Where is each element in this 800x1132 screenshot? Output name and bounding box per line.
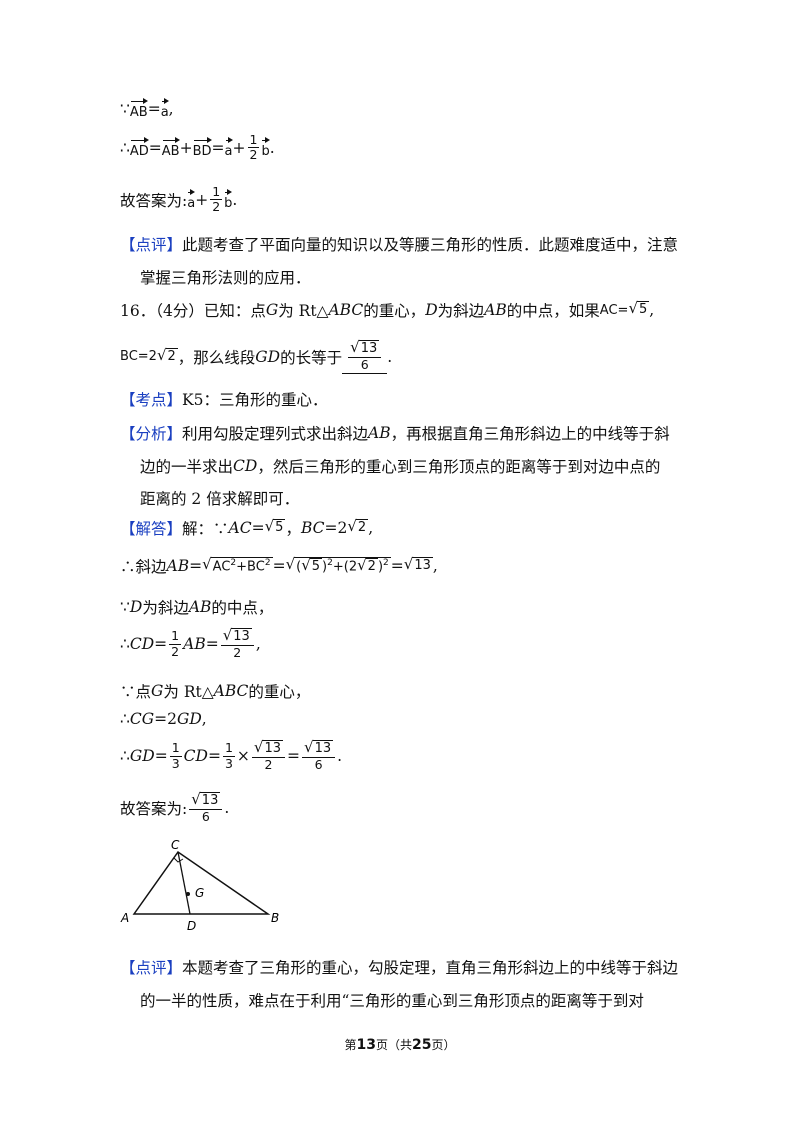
line-5: 掌握三角形法则的应用． bbox=[140, 269, 311, 287]
line-solution: 【解答】 解：∵ AC = √5 ， BC =2 √2 , bbox=[120, 517, 374, 538]
line-kaodian: 【考点】 K5：三角形的重心． bbox=[120, 391, 328, 409]
label-g: G bbox=[195, 886, 204, 900]
question-16: 16．（4分）已知：点 G 为 Rt△ ABC 的重心， D 为斜边 AB 的中… bbox=[120, 299, 655, 320]
page-footer: 第13页（共25页） bbox=[344, 1037, 456, 1053]
median-cd bbox=[177, 851, 191, 915]
comment-tag: 【点评】 bbox=[120, 236, 183, 254]
vector-ab: AB bbox=[130, 98, 148, 120]
line-hypotenuse: ∴斜边 AB = √AC2+BC2 = √(√5)2+(2√2)2 = √13 … bbox=[120, 554, 438, 576]
sqrt-5: √5 bbox=[628, 299, 650, 318]
line-comment-2: 【点评】 本题考查了三角形的重心，勾股定理，直角三角形斜边上的中线等于斜边 bbox=[120, 959, 679, 977]
right-angle-mark bbox=[173, 857, 184, 863]
triangle-figure: C G A D B bbox=[120, 838, 279, 933]
triangle-abc bbox=[132, 850, 271, 915]
line-centroid: ∵点 G 为 Rt△ ABC 的重心， bbox=[120, 682, 311, 701]
total-pages: 25 bbox=[412, 1037, 432, 1053]
because-symbol: ∵ bbox=[120, 100, 130, 118]
line-analysis-2: 边的一半求出 CD ，然后三角形的重心到三角形顶点的距离等于到对边中点的 bbox=[140, 457, 661, 476]
line-analysis: 【分析】 利用勾股定理列式求出斜边 AB ，再根据直角三角形斜边上的中线等于斜 bbox=[120, 424, 670, 443]
therefore-symbol: ∴ bbox=[120, 138, 130, 157]
label-d: D bbox=[187, 919, 196, 933]
sqrt-ac2-bc2: √AC2+BC2 bbox=[202, 554, 273, 575]
label-a: A bbox=[120, 911, 129, 925]
vector-a: a bbox=[161, 98, 169, 120]
line-comment-2b: 的一半的性质，难点在于利用“三角形的重心到三角形顶点的距离等于到对 bbox=[140, 992, 644, 1010]
centroid-point bbox=[186, 892, 190, 896]
page-number: 13 bbox=[356, 1037, 376, 1053]
line-cg: ∴ CG =2 GD , bbox=[120, 710, 207, 728]
line-analysis-3: 距离的 2 倍求解即可． bbox=[140, 490, 300, 508]
line-4: 【点评】 此题考查了平面向量的知识以及等腰三角形的性质．此题难度适中，注意 bbox=[120, 233, 678, 255]
line-1: ∵ AB = a , bbox=[120, 98, 174, 120]
label-b: B bbox=[271, 911, 279, 925]
line-midpoint: ∵ D 为斜边 AB 的中点， bbox=[120, 598, 274, 617]
label-c: C bbox=[171, 838, 180, 852]
